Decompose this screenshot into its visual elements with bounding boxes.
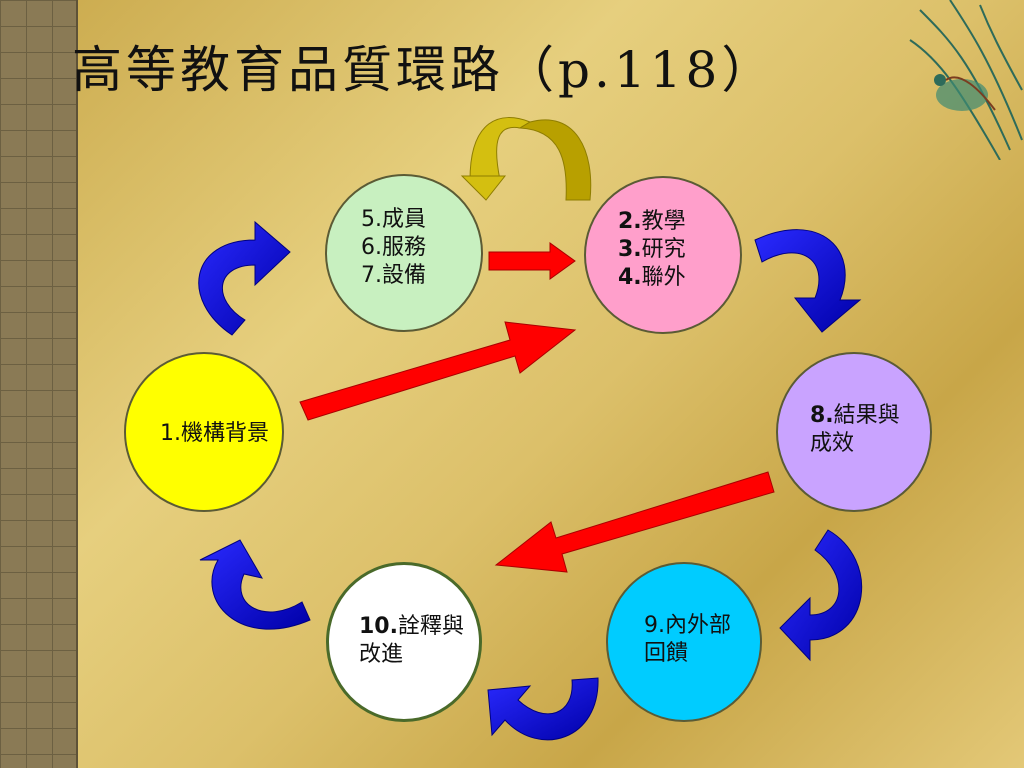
arrow-8-to-10 bbox=[494, 471, 775, 573]
phoenix-decoration-icon bbox=[909, 0, 1023, 160]
node-2-3-4: 2.教學 3.研究 4.聯外 bbox=[584, 176, 742, 334]
node-label: 設備 bbox=[382, 263, 427, 288]
node-num: 8. bbox=[810, 403, 834, 428]
node-label: 結果與 bbox=[833, 403, 900, 428]
grid-decoration bbox=[0, 0, 78, 768]
page-title: 高等教育品質環路（p.118） bbox=[72, 41, 776, 99]
node-9: 9.內外部 回饋 bbox=[606, 562, 762, 722]
node-label: 內外部 bbox=[665, 613, 732, 638]
node-num: 10. bbox=[359, 614, 398, 639]
node-8: 8.結果與 成效 bbox=[776, 352, 932, 512]
node-label: 成員 bbox=[382, 207, 427, 232]
arrow-10-to-1 bbox=[199, 539, 311, 630]
arrow-5-to-2 bbox=[488, 242, 576, 280]
node-num: 9. bbox=[644, 613, 665, 638]
node-label: 詮釋與 bbox=[397, 614, 464, 639]
node-num: 4. bbox=[618, 265, 642, 290]
arrow-9-to-10 bbox=[487, 677, 599, 741]
node-label: 成效 bbox=[810, 431, 855, 456]
node-num: 1. bbox=[160, 421, 181, 446]
node-5-6-7: 5.成員 6.服務 7.設備 bbox=[325, 174, 483, 332]
arrow-8-to-9 bbox=[779, 529, 863, 662]
arrow-2-to-8 bbox=[754, 229, 862, 333]
node-num: 7. bbox=[361, 263, 382, 288]
arrow-1-to-5 bbox=[198, 220, 291, 336]
node-10: 10.詮釋與 改進 bbox=[326, 562, 482, 722]
node-label: 聯外 bbox=[641, 265, 686, 290]
node-label: 機構背景 bbox=[181, 421, 270, 446]
node-label: 服務 bbox=[382, 235, 427, 260]
node-label: 研究 bbox=[641, 237, 686, 262]
node-label: 教學 bbox=[641, 209, 686, 234]
arrow-1-to-2 bbox=[299, 321, 577, 421]
node-1: 1.機構背景 bbox=[124, 352, 284, 512]
node-num: 2. bbox=[618, 209, 642, 234]
node-num: 6. bbox=[361, 235, 382, 260]
node-label: 回饋 bbox=[644, 641, 689, 666]
node-num: 5. bbox=[361, 207, 382, 232]
node-num: 3. bbox=[618, 237, 642, 262]
loop-arrow-top-right bbox=[518, 119, 592, 201]
node-label: 改進 bbox=[359, 642, 404, 667]
